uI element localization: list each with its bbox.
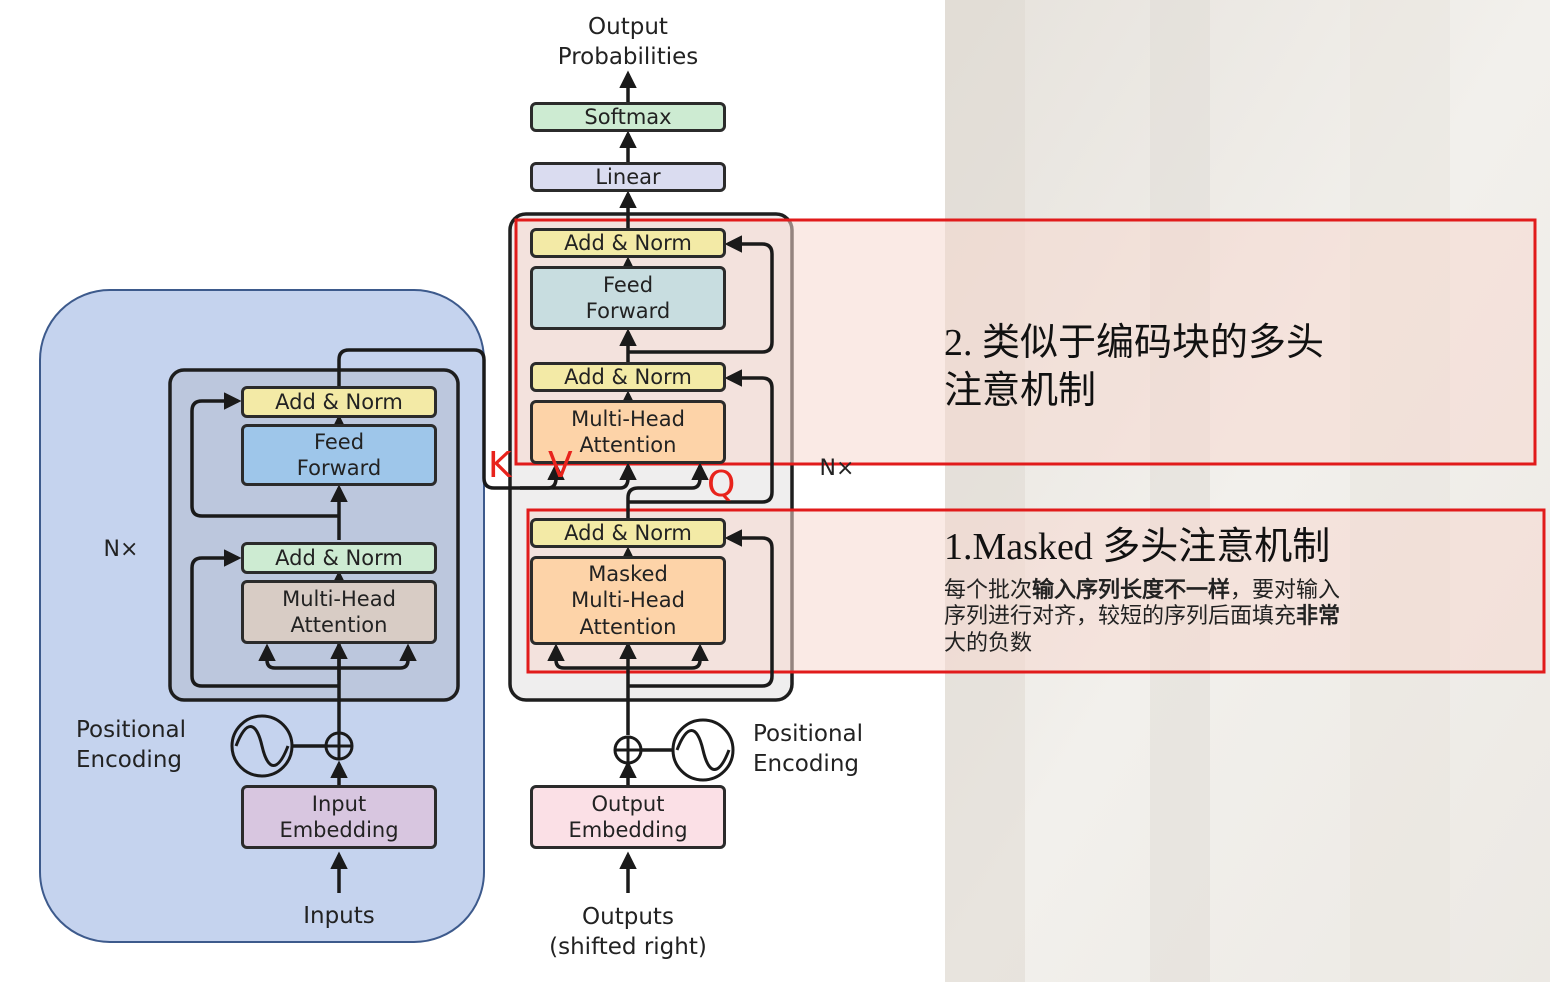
encoder-positional-encoding-icon <box>230 714 294 778</box>
encoder-add-icon <box>324 731 354 761</box>
encoder-stack-frame <box>168 368 460 702</box>
note-masked-attention-title: 1.Masked 多头注意机制 <box>944 526 1331 568</box>
encoder-positional-encoding-label: Positional Encoding <box>76 717 187 773</box>
decoder-positional-encoding-icon <box>671 718 735 782</box>
encoder-feed-forward: Feed Forward <box>241 424 437 486</box>
encoder-nx-label: N× <box>103 537 139 562</box>
note-masked-attention-body: 每个批次输入序列长度不一样，要对输入序列进行对齐，较短的序列后面填充非常大的负数 <box>944 578 1341 656</box>
background-photo <box>945 0 1550 982</box>
decoder-output-embedding: Output Embedding <box>530 785 726 849</box>
decoder-feed-forward: Feed Forward <box>530 266 726 330</box>
decoder-add-norm-2: Add & Norm <box>530 362 726 392</box>
decoder-softmax: Softmax <box>530 102 726 132</box>
note-cross-attention-title: 2. 类似于编码块的多头 注意机制 <box>944 322 1325 412</box>
k-label: K <box>488 445 512 486</box>
decoder-multi-head-attention: Multi-Head Attention <box>530 400 726 464</box>
decoder-masked-multi-head-attention: Masked Multi-Head Attention <box>530 556 726 645</box>
v-label: V <box>548 445 573 486</box>
output-probabilities-label: Output Probabilities <box>557 14 699 70</box>
encoder-add-norm-top: Add & Norm <box>241 386 437 418</box>
encoder-multi-head-attention: Multi-Head Attention <box>241 580 437 644</box>
decoder-nx-label: N× <box>819 456 855 481</box>
decoder-add-norm-3: Add & Norm <box>530 518 726 548</box>
encoder-input-embedding: Input Embedding <box>241 785 437 849</box>
q-label: Q <box>707 464 736 505</box>
decoder-positional-encoding-label: Positional Encoding <box>753 721 864 777</box>
decoder-outputs-label: Outputs (shifted right) <box>549 904 707 960</box>
decoder-add-icon <box>613 735 643 765</box>
encoder-add-norm-bottom: Add & Norm <box>241 542 437 574</box>
encoder-inputs-label: Inputs <box>303 903 375 929</box>
decoder-add-norm-1: Add & Norm <box>530 228 726 258</box>
decoder-linear: Linear <box>530 162 726 192</box>
